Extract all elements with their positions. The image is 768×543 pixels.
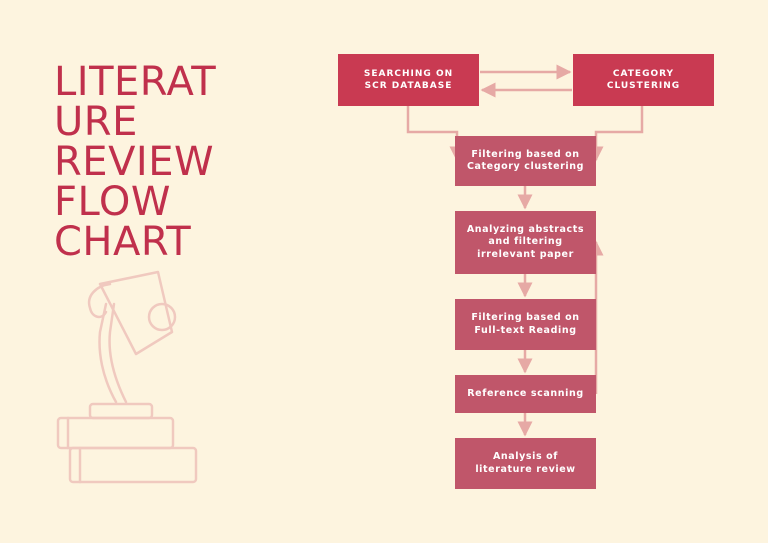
title-line: REVIEW bbox=[54, 139, 215, 185]
connector-search-to-filter bbox=[406, 106, 465, 162]
page-title: LITERAT URE REVIEW FLOW CHART bbox=[54, 62, 254, 262]
title-line: FLOW bbox=[54, 179, 171, 225]
flow-box-label: Filtering based on bbox=[471, 312, 580, 323]
title-line: CHART bbox=[54, 219, 192, 265]
flow-box-fulltext: Filtering based on Full-text Reading bbox=[455, 299, 596, 350]
flow-box-label: literature review bbox=[475, 463, 576, 475]
flow-box-label: and filtering bbox=[488, 236, 563, 248]
title-line: URE bbox=[54, 99, 138, 145]
flow-box-label: CATEGORY bbox=[612, 68, 675, 79]
flow-box-label: SCR DATABASE bbox=[364, 81, 453, 91]
flow-box-reference-scanning: Reference scanning bbox=[455, 375, 596, 413]
flow-box-searching: SEARCHING ON SCR DATABASE bbox=[338, 54, 479, 106]
connector-category-to-filter bbox=[588, 106, 644, 162]
flow-box-label: Full-text Reading bbox=[474, 324, 577, 336]
flow-box-label: Analysis of bbox=[492, 451, 559, 462]
flow-box-label: SEARCHING ON bbox=[363, 68, 454, 79]
flow-box-filter-category: Filtering based on Category clustering bbox=[455, 136, 596, 186]
flow-box-label: Filtering based on bbox=[471, 148, 580, 160]
flow-box-label: irrelevant paper bbox=[477, 248, 574, 260]
desk-lamp-books-icon bbox=[56, 270, 198, 484]
title-line: LITERAT bbox=[54, 59, 217, 105]
flow-box-label: Category clustering bbox=[466, 161, 585, 172]
flow-box-label: Reference scanning bbox=[467, 387, 584, 399]
flow-box-category-clustering: CATEGORY CLUSTERING bbox=[573, 54, 714, 106]
flow-box-label: CLUSTERING bbox=[606, 81, 681, 91]
flow-box-analysis: Analysis of literature review bbox=[455, 438, 596, 489]
flow-box-analyzing-abstracts: Analyzing abstracts and filtering irrele… bbox=[455, 211, 596, 274]
flow-box-label: Analyzing abstracts bbox=[466, 223, 585, 235]
